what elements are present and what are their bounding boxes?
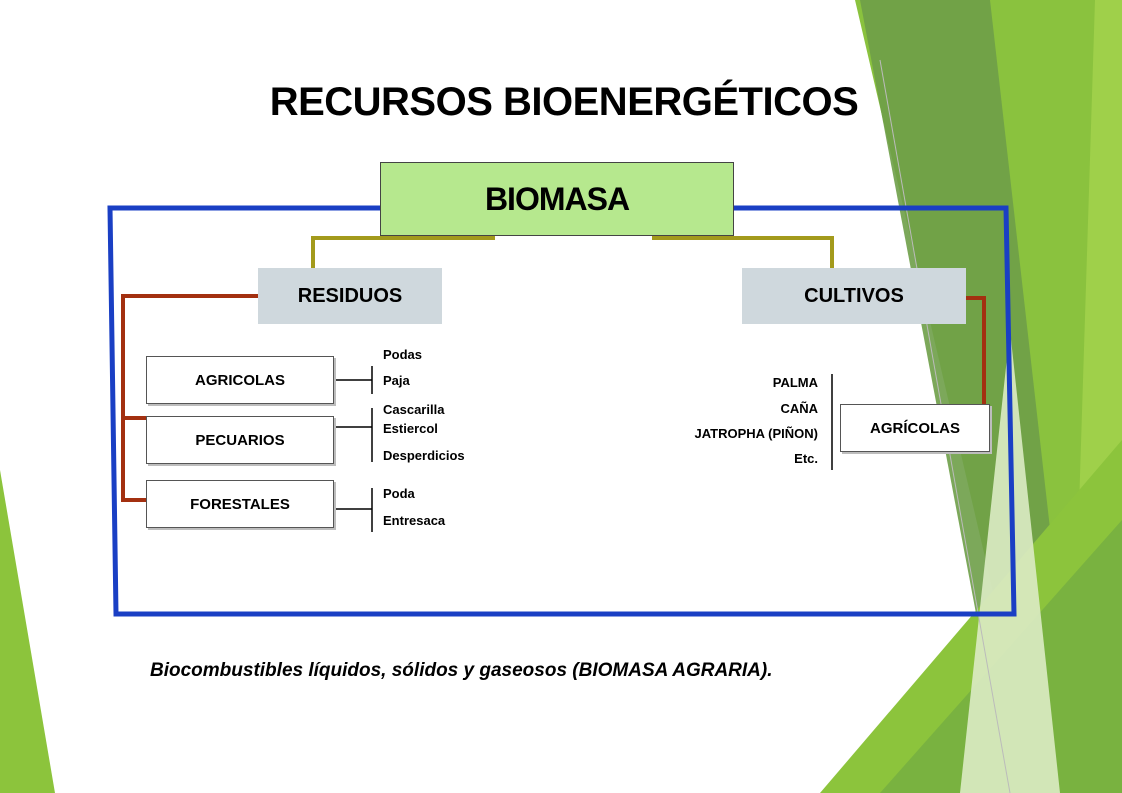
item-estiercol: Estiercol <box>383 421 438 436</box>
item-palma: PALMA <box>772 375 818 390</box>
node-cultivos-agricolas: AGRÍCOLAS <box>840 404 990 452</box>
node-agricolas: AGRICOLAS <box>146 356 334 404</box>
item-paja: Paja <box>383 373 410 388</box>
blue-frame <box>107 205 1017 617</box>
node-pecuarios: PECUARIOS <box>146 416 334 464</box>
residuos-tree-connector <box>121 294 258 502</box>
cultivos-connector <box>966 296 986 404</box>
item-etc: Etc. <box>794 451 818 466</box>
deco-shape-left <box>0 470 55 793</box>
root-node-biomasa: BIOMASA <box>380 162 734 236</box>
item-podas: Podas <box>383 347 423 362</box>
item-jatropha: JATROPHA (PIÑON) <box>694 426 819 441</box>
item-cana: CAÑA <box>780 401 818 416</box>
deco-shape-6 <box>960 330 1060 793</box>
page-title: RECURSOS BIOENERGÉTICOS <box>269 80 859 124</box>
node-forestales: FORESTALES <box>146 480 334 528</box>
item-cascarilla: Cascarilla <box>383 402 445 417</box>
root-to-residuos-connector <box>311 236 495 268</box>
item-poda: Poda <box>383 486 415 501</box>
root-to-cultivos-connector <box>652 236 834 268</box>
branch-residuos: RESIDUOS <box>258 268 442 324</box>
branch-cultivos: CULTIVOS <box>742 268 966 324</box>
item-entresaca: Entresaca <box>383 513 446 528</box>
item-desperdicios: Desperdicios <box>383 448 465 463</box>
footer-caption: Biocombustibles líquidos, sólidos y gase… <box>150 660 773 681</box>
